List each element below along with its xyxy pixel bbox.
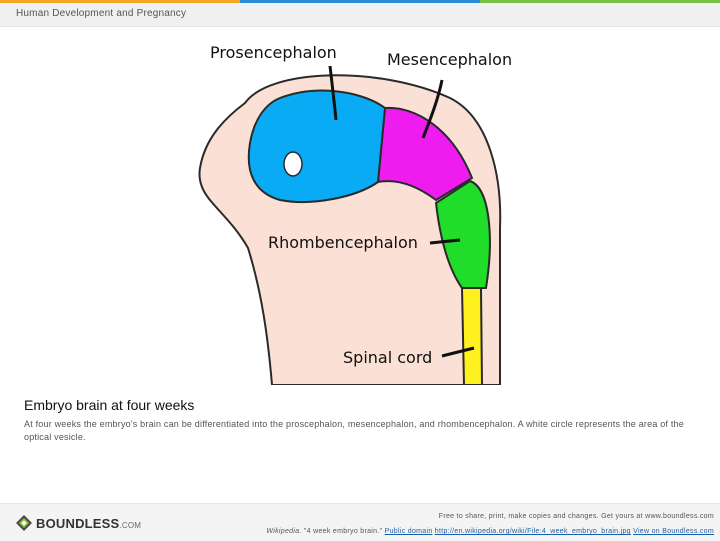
- source-name: Wikipedia: [266, 528, 300, 535]
- page-title: Human Development and Pregnancy: [16, 8, 187, 19]
- source-title: . "4 week embryo brain.": [299, 528, 383, 535]
- accent-bar-orange: [0, 0, 240, 3]
- footer: BOUNDLESS.COM Free to share, print, make…: [0, 503, 720, 541]
- label-rhombencephalon: Rhombencephalon: [268, 233, 418, 252]
- spinal-cord-region: [460, 287, 484, 386]
- logo-text: BOUNDLESS.COM: [36, 515, 142, 531]
- prosencephalon-region: [247, 89, 387, 203]
- header-bar: Human Development and Pregnancy: [0, 3, 720, 27]
- caption-title: Embryo brain at four weeks: [24, 397, 195, 413]
- rhombencephalon-region: [434, 179, 491, 289]
- attribution: Free to share, print, make copies and ch…: [266, 509, 714, 539]
- accent-bar-green: [480, 0, 720, 3]
- caption-text: At four weeks the embryo's brain can be …: [24, 419, 684, 442]
- rhombencephalon-pointer: [429, 238, 461, 245]
- label-prosencephalon: Prosencephalon: [210, 43, 337, 62]
- label-spinal-cord: Spinal cord: [343, 348, 432, 367]
- embryo-brain-diagram: Prosencephalon Mesencephalon Rhombenceph…: [198, 43, 512, 386]
- boundless-logo-icon: [16, 515, 32, 531]
- share-notice: Free to share, print, make copies and ch…: [438, 513, 714, 520]
- optic-vesicle: [283, 151, 303, 177]
- accent-bar-blue: [240, 0, 480, 3]
- mesencephalon-region: [376, 106, 474, 202]
- prosencephalon-pointer: [328, 65, 338, 121]
- accent-bar: [0, 0, 720, 3]
- label-mesencephalon: Mesencephalon: [387, 50, 512, 69]
- embryo-brain-figure: Prosencephalon Mesencephalon Rhombenceph…: [190, 38, 525, 386]
- source-line: Wikipedia. "4 week embryo brain." Public…: [266, 524, 714, 539]
- view-on-boundless-link[interactable]: View on Boundless.com: [633, 528, 714, 535]
- source-url-link[interactable]: http://en.wikipedia.org/wiki/File:4_week…: [434, 528, 631, 535]
- boundless-logo[interactable]: BOUNDLESS.COM: [16, 515, 141, 531]
- license-link[interactable]: Public domain: [384, 528, 433, 535]
- mesencephalon-pointer: [421, 79, 444, 139]
- spinal-cord-pointer: [441, 346, 475, 358]
